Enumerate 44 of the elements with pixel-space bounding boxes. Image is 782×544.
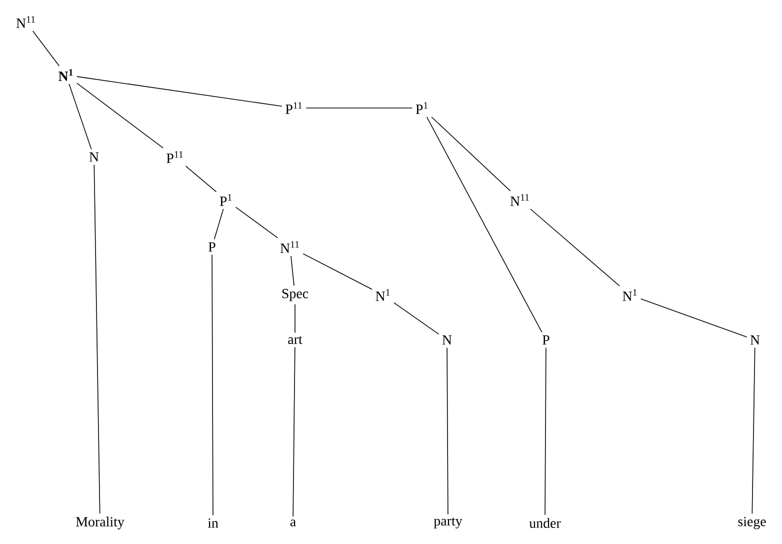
category-label: P$^{11}$ [166,151,183,163]
word-label: siege [738,516,766,530]
category-label: art [288,336,302,344]
word-label: Morality [76,516,124,530]
tree-branch [640,298,748,338]
category-label: N [442,335,452,345]
tree-branch [32,30,60,66]
tree-branch [431,116,511,192]
category-label: N$^{11}$ [280,241,299,253]
word-label: under [529,518,561,528]
word-label: party [434,518,462,528]
tree-branch [68,84,92,150]
category-label: P$^{1}$ [416,102,428,114]
category-label: Spec [282,288,308,302]
tree-branch [302,253,372,290]
tree-branch [290,256,294,286]
category-label: N$^{1}$ [622,289,637,301]
tree-branch [752,347,756,514]
category-label: P$^{11}$ [286,102,302,114]
tree-branch [76,82,164,148]
category-label: N$^{11}$ [510,194,529,206]
category-label: N$^{1}$ [58,69,73,81]
tree-branch [394,302,440,335]
tree-branch [294,304,296,334]
category-label: P [208,242,216,252]
tree-branch [94,164,100,514]
tree-branch [185,166,217,192]
tree-branch [426,116,542,333]
word-label: in [208,518,218,528]
category-label: P [542,335,550,345]
tree-branch [214,208,224,240]
tree-branch [446,347,448,515]
tree-branch [544,347,546,516]
category-label: N$^{1}$ [376,289,390,301]
category-label: P$^{1}$ [220,194,232,206]
tree-branch [292,346,296,517]
tree-branch [530,208,620,286]
tree-branch [235,206,278,238]
tree-branch [76,76,282,107]
word-label: a [290,520,296,526]
category-label: N$^{11}$ [16,16,35,28]
tree-branch [212,254,214,516]
category-label: N [750,335,760,345]
category-label: N [89,152,99,162]
